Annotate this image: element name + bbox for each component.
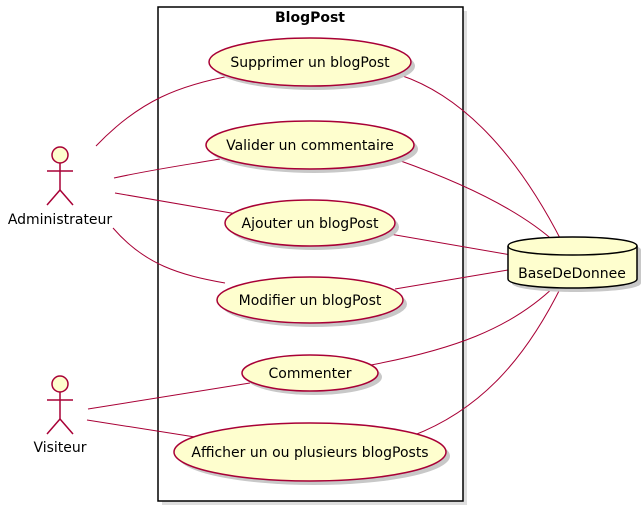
use-case-valider: Valider un commentaire: [205, 120, 418, 173]
actor-label-administrateur: Administrateur: [8, 212, 113, 228]
use-case-label-commenter: Commenter: [269, 366, 352, 382]
actor-administrateur: Administrateur: [8, 146, 113, 228]
use-case-label-supprimer: Supprimer un blogPost: [230, 55, 390, 71]
line-supprimer-db: [399, 74, 563, 243]
line-visitor-afficher: [86, 419, 196, 438]
line-admin-ajouter: [114, 192, 238, 215]
actor-label-visiteur: Visiteur: [33, 440, 86, 456]
use-case-ajouter: Ajouter un blogPost: [224, 199, 399, 250]
boundary-title: BlogPost: [275, 10, 345, 26]
line-modifier-db: [394, 269, 509, 290]
line-valider-db: [397, 159, 557, 244]
database-cylinder-icon: [507, 236, 638, 289]
line-admin-valider: [113, 158, 221, 179]
line-afficher-db: [411, 284, 563, 437]
database-top-rim: [507, 245, 638, 256]
association-lines: [86, 74, 563, 438]
use-case-afficher: Afficher un ou plusieurs blogPosts: [173, 422, 450, 485]
line-commenter-db: [370, 284, 557, 366]
database-label: BaseDeDonnee: [518, 266, 626, 282]
use-case-commenter: Commenter: [241, 354, 382, 395]
actor-visiteur: Visiteur: [33, 375, 87, 456]
use-case-label-modifier: Modifier un blogPost: [239, 293, 382, 309]
use-case-modifier: Modifier un blogPost: [216, 276, 407, 327]
line-admin-supprimer: [95, 74, 236, 147]
use-case-label-valider: Valider un commentaire: [226, 138, 394, 154]
use-case-label-ajouter: Ajouter un blogPost: [242, 216, 379, 232]
line-admin-modifier: [112, 227, 226, 284]
use-case-supprimer: Supprimer un blogPost: [208, 37, 415, 90]
database-basededonnee: BaseDeDonnee: [507, 236, 641, 292]
stick-figure-icon: [46, 146, 74, 206]
use-case-label-afficher: Afficher un ou plusieurs blogPosts: [191, 445, 428, 461]
line-ajouter-db: [383, 232, 518, 257]
stick-figure-icon: [46, 375, 74, 435]
line-visitor-commenter: [87, 382, 251, 410]
